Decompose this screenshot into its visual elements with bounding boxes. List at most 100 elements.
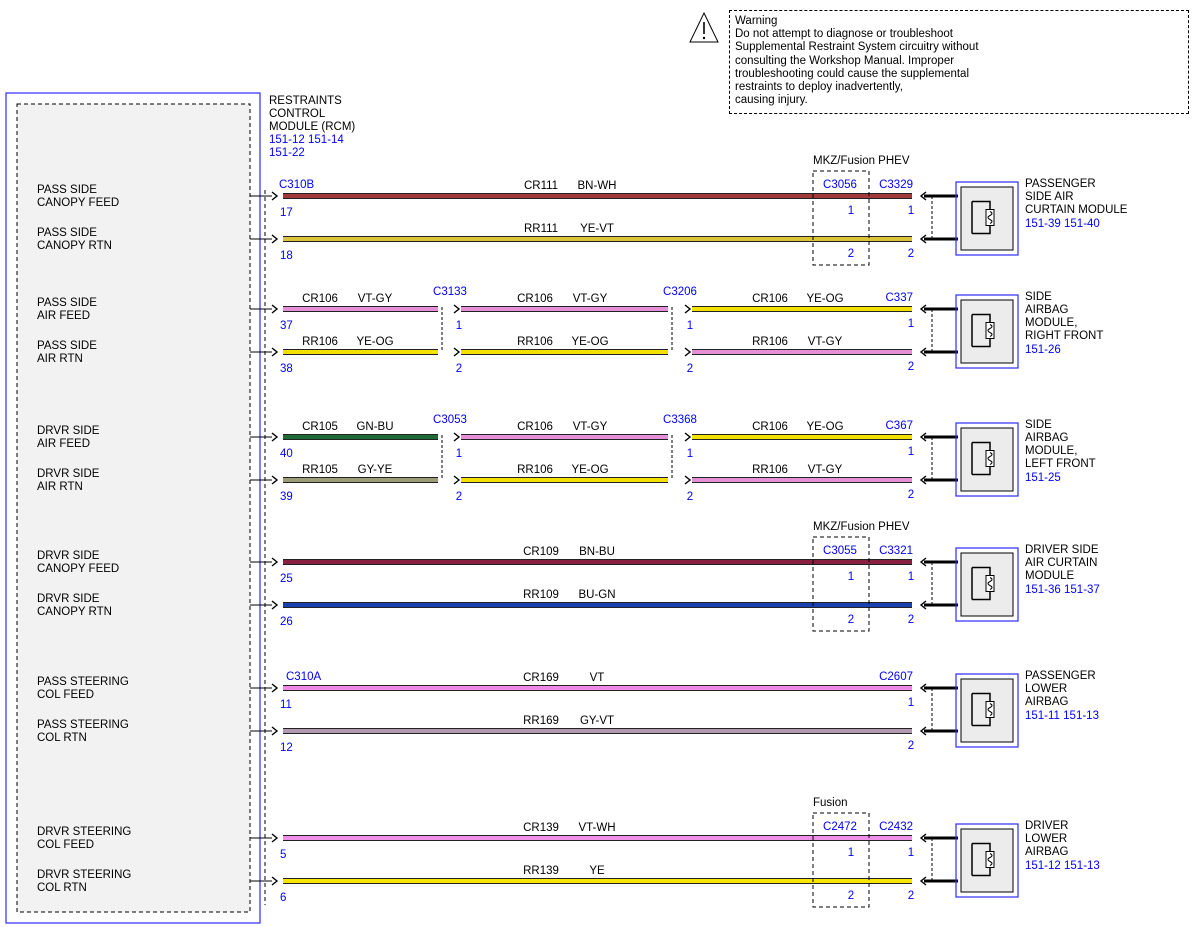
wire-color-code: VT-WH [578,822,615,834]
rcm-pin-number: 18 [280,250,293,262]
signal-name: COL RTN [37,732,87,744]
circuit-number: RR106 [752,336,788,348]
circuit-number: CR105 [302,421,338,433]
pin-arrow [684,475,692,485]
module-name-line: MODULE, [1025,317,1077,329]
pin-arrow [684,347,692,357]
module-pin-number: 1 [908,847,914,859]
circuit-wires [250,170,958,908]
module-name-line: DRIVER [1025,820,1068,832]
rcm-pin-number: 40 [280,448,293,460]
module-ref: 151-39 151-40 [1025,218,1100,230]
module-name-line: SIDE [1025,419,1052,431]
warning-line: causing injury. [735,94,808,107]
pin-arrow [453,347,461,357]
splice-pin-number: 1 [456,448,462,460]
wire-color-code: BU-GN [578,589,615,601]
circuit-number: CR109 [523,546,559,558]
module-name-line: SIDE [1025,291,1052,303]
inline-pin-number: 2 [848,890,854,902]
module-symbol [971,313,991,348]
rcm-pin-number: 39 [280,491,293,503]
warning-title: Warning [735,15,778,27]
squib-icon [985,701,995,718]
airbag-module [955,823,1019,898]
module-name-line: AIRBAG [1025,846,1069,858]
wire-color-code: YE-OG [571,464,608,476]
module-pin-number: 1 [908,318,914,330]
pin-arrow [271,557,279,567]
airbag-module [955,422,1019,497]
pin-arrow [271,347,279,357]
coil-icon [987,703,993,716]
circuit-number: CR106 [752,421,788,433]
inline-connector-label: C2472 [823,821,857,833]
signal-name: DRVR STEERING [37,826,131,838]
rcm-connector-label: C310A [286,671,321,683]
circuit-number: CR169 [523,672,559,684]
pin-arrow [919,432,927,442]
signal-name: DRVR SIDE [37,550,100,562]
rcm-pin-number: 25 [280,573,293,585]
circuit-number: CR139 [523,822,559,834]
pin-arrow [453,432,461,442]
wire-color-code: VT-GY [358,293,393,305]
wire-color-code: YE-OG [356,336,393,348]
signal-name: PASS STEERING [37,676,129,688]
module-symbol [971,200,991,235]
pin-arrow [271,304,279,314]
warning-box [729,10,1189,114]
wire-color-code: GY-YE [358,464,393,476]
warning-text: Warning Do not attempt to diagnose or tr… [735,15,1035,107]
wire-color-code: GN-BU [356,421,393,433]
signal-name: AIR RTN [37,353,83,365]
splice-connector-label: C3206 [663,286,697,298]
module-pin-number: 2 [908,248,914,260]
squib-icon [985,450,995,467]
signal-name: CANOPY RTN [37,240,112,252]
circuit-number: CR111 [524,180,558,192]
signal-name: AIR FEED [37,310,90,322]
signal-name: DRVR SIDE [37,468,100,480]
pin-arrow [453,304,461,314]
splice-pin-number: 2 [456,363,462,375]
signal-name: PASS SIDE [37,297,97,309]
circuit-number: RR105 [302,464,338,476]
module-name-line: AIRBAG [1025,304,1069,316]
splice-connector-label: C3368 [663,414,697,426]
pin-arrow [919,475,927,485]
wire-color-code: BN-BU [579,546,615,558]
pin-arrow [919,557,927,567]
module-connector-label: C3329 [879,179,913,191]
pin-arrow [271,833,279,843]
rcm-pin-number: 17 [280,207,293,219]
circuit-number: RR109 [523,589,559,601]
pin-arrow [684,432,692,442]
module-name-line: PASSENGER [1025,178,1096,190]
wire-color-code: VT-GY [808,336,843,348]
inline-connector-box [812,170,870,266]
wire-color-code: YE-OG [806,293,843,305]
signal-name: COL FEED [37,689,94,701]
rcm-connector-label: C310B [279,179,314,191]
module-pin-number: 2 [908,489,914,501]
module-ref: 151-11 151-13 [1025,710,1099,722]
splice-connector-label: C3053 [433,414,467,426]
signal-name: DRVR SIDE [37,425,100,437]
signal-name: PASS SIDE [37,340,97,352]
circuit-number: RR106 [302,336,338,348]
rcm-ref: 151-22 [269,147,305,159]
rcm-pin-number: 6 [280,892,286,904]
module-symbol [971,692,991,727]
inline-pin-number: 2 [848,614,854,626]
module-name-line: AIRBAG [1025,432,1069,444]
inline-connector-note: Fusion [813,797,848,809]
module-outline [955,547,1019,622]
airbag-module [955,181,1019,256]
splice-pin-number: 1 [687,448,693,460]
module-name-line: SIDE AIR [1025,191,1074,203]
pin-arrow [919,876,927,886]
signal-name: PASS SIDE [37,184,97,196]
splice-pin-number: 1 [456,320,462,332]
